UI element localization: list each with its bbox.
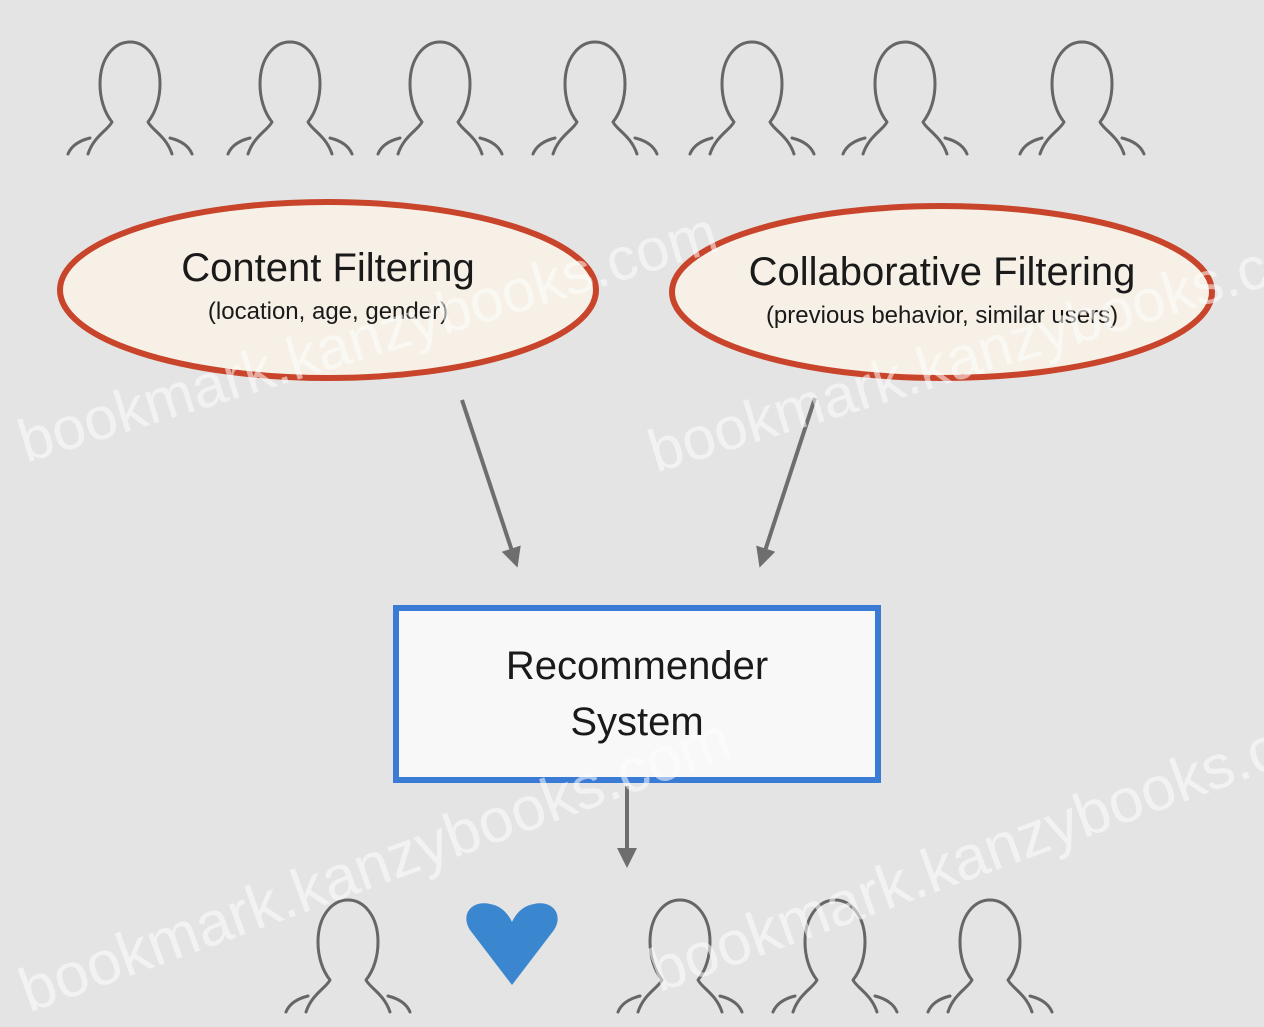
content-filtering-title: Content Filtering: [181, 246, 475, 290]
content-to-recommender-arrow: [460, 399, 521, 568]
person-outline-icon: [531, 40, 659, 156]
top-user-row: [66, 40, 1146, 156]
collaborative-filtering-subtitle: (previous behavior, similar users): [765, 302, 1119, 329]
recommender-system-box: [393, 605, 881, 783]
person-outline-icon: [284, 898, 412, 1014]
person-outline-icon: [226, 40, 354, 156]
person-outline-icon: [66, 40, 194, 156]
person-outline-icon: [771, 898, 899, 1014]
collaborative-to-recommender-arrow: [756, 397, 817, 568]
person-outline-icon: [688, 40, 816, 156]
recommender-title-line2: System: [570, 700, 704, 744]
collaborative-filtering-ellipse: [669, 203, 1215, 381]
collaborative-filtering-title: Collaborative Filtering: [748, 250, 1136, 294]
person-outline-icon: [376, 40, 504, 156]
recommender-title-line1: Recommender: [505, 644, 769, 688]
person-outline-icon: [616, 898, 744, 1014]
bottom-user-row: [284, 898, 1054, 1014]
content-filtering-ellipse: [57, 199, 599, 381]
person-outline-icon: [841, 40, 969, 156]
content-filtering-subtitle: (location, age, gender): [207, 298, 449, 325]
person-outline-icon: [1018, 40, 1146, 156]
heart-icon: [466, 903, 558, 985]
person-outline-icon: [926, 898, 1054, 1014]
